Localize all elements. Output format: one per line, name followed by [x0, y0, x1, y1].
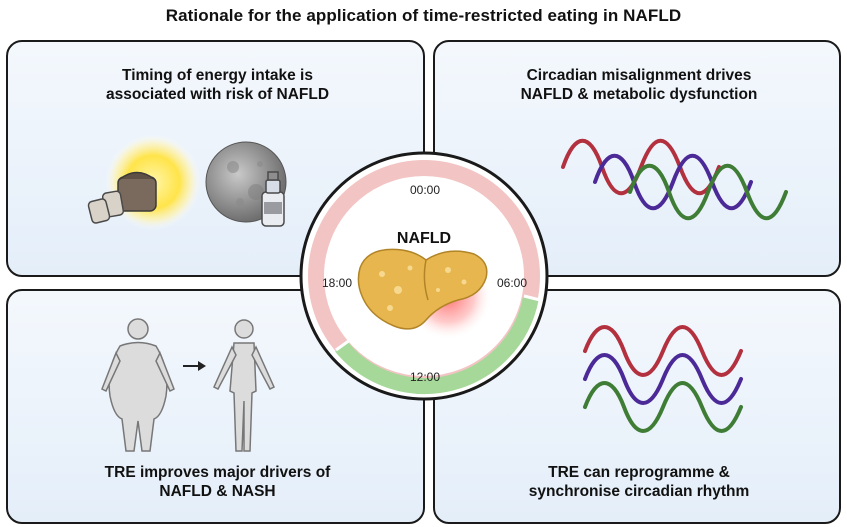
green-wave: [628, 163, 788, 221]
liver-icon: [357, 248, 488, 330]
purple-wave: [593, 153, 753, 211]
sun-moon-food-illustration: [87, 134, 287, 230]
arrow-icon: [183, 361, 206, 371]
red-wave: [583, 325, 743, 377]
clock-label-bottom: 12:00: [410, 370, 441, 384]
synchronised-waves-illustration: [583, 325, 743, 433]
slim-body-icon: [213, 319, 275, 452]
panel-tre-reprogramme-caption: TRE can reprogramme & synchronise circad…: [528, 464, 750, 500]
red-wave: [561, 138, 721, 196]
page-title: Rationale for the application of time-re…: [165, 6, 682, 25]
obese-body-icon: [101, 318, 175, 452]
panel-energy-timing-caption: Timing of energy intake is associated wi…: [105, 67, 330, 103]
weight-loss-illustration: [101, 318, 275, 452]
panel-tre-drivers-caption: TRE improves major drivers of NAFLD & NA…: [104, 464, 331, 500]
clock-label-left: 18:00: [322, 276, 353, 290]
tre-clock: [299, 151, 549, 401]
bottle-icon: [261, 171, 285, 227]
clock-center-label: NAFLD: [396, 230, 452, 247]
green-wave: [583, 381, 743, 433]
panel-energy-timing: Timing of energy intake is associated wi…: [6, 40, 425, 277]
bread-icon: [87, 171, 157, 224]
purple-wave: [583, 353, 743, 405]
clock-label-right: 06:00: [497, 276, 528, 290]
eating-window-arc: [335, 297, 539, 394]
misaligned-waves-illustration: [561, 138, 788, 221]
panel-circadian-misalignment-caption: Circadian misalignment drives NAFLD & me…: [520, 67, 758, 103]
clock-label-top: 00:00: [410, 183, 441, 197]
panel-tre-drivers: TRE improves major drivers of NAFLD & NA…: [6, 289, 425, 524]
